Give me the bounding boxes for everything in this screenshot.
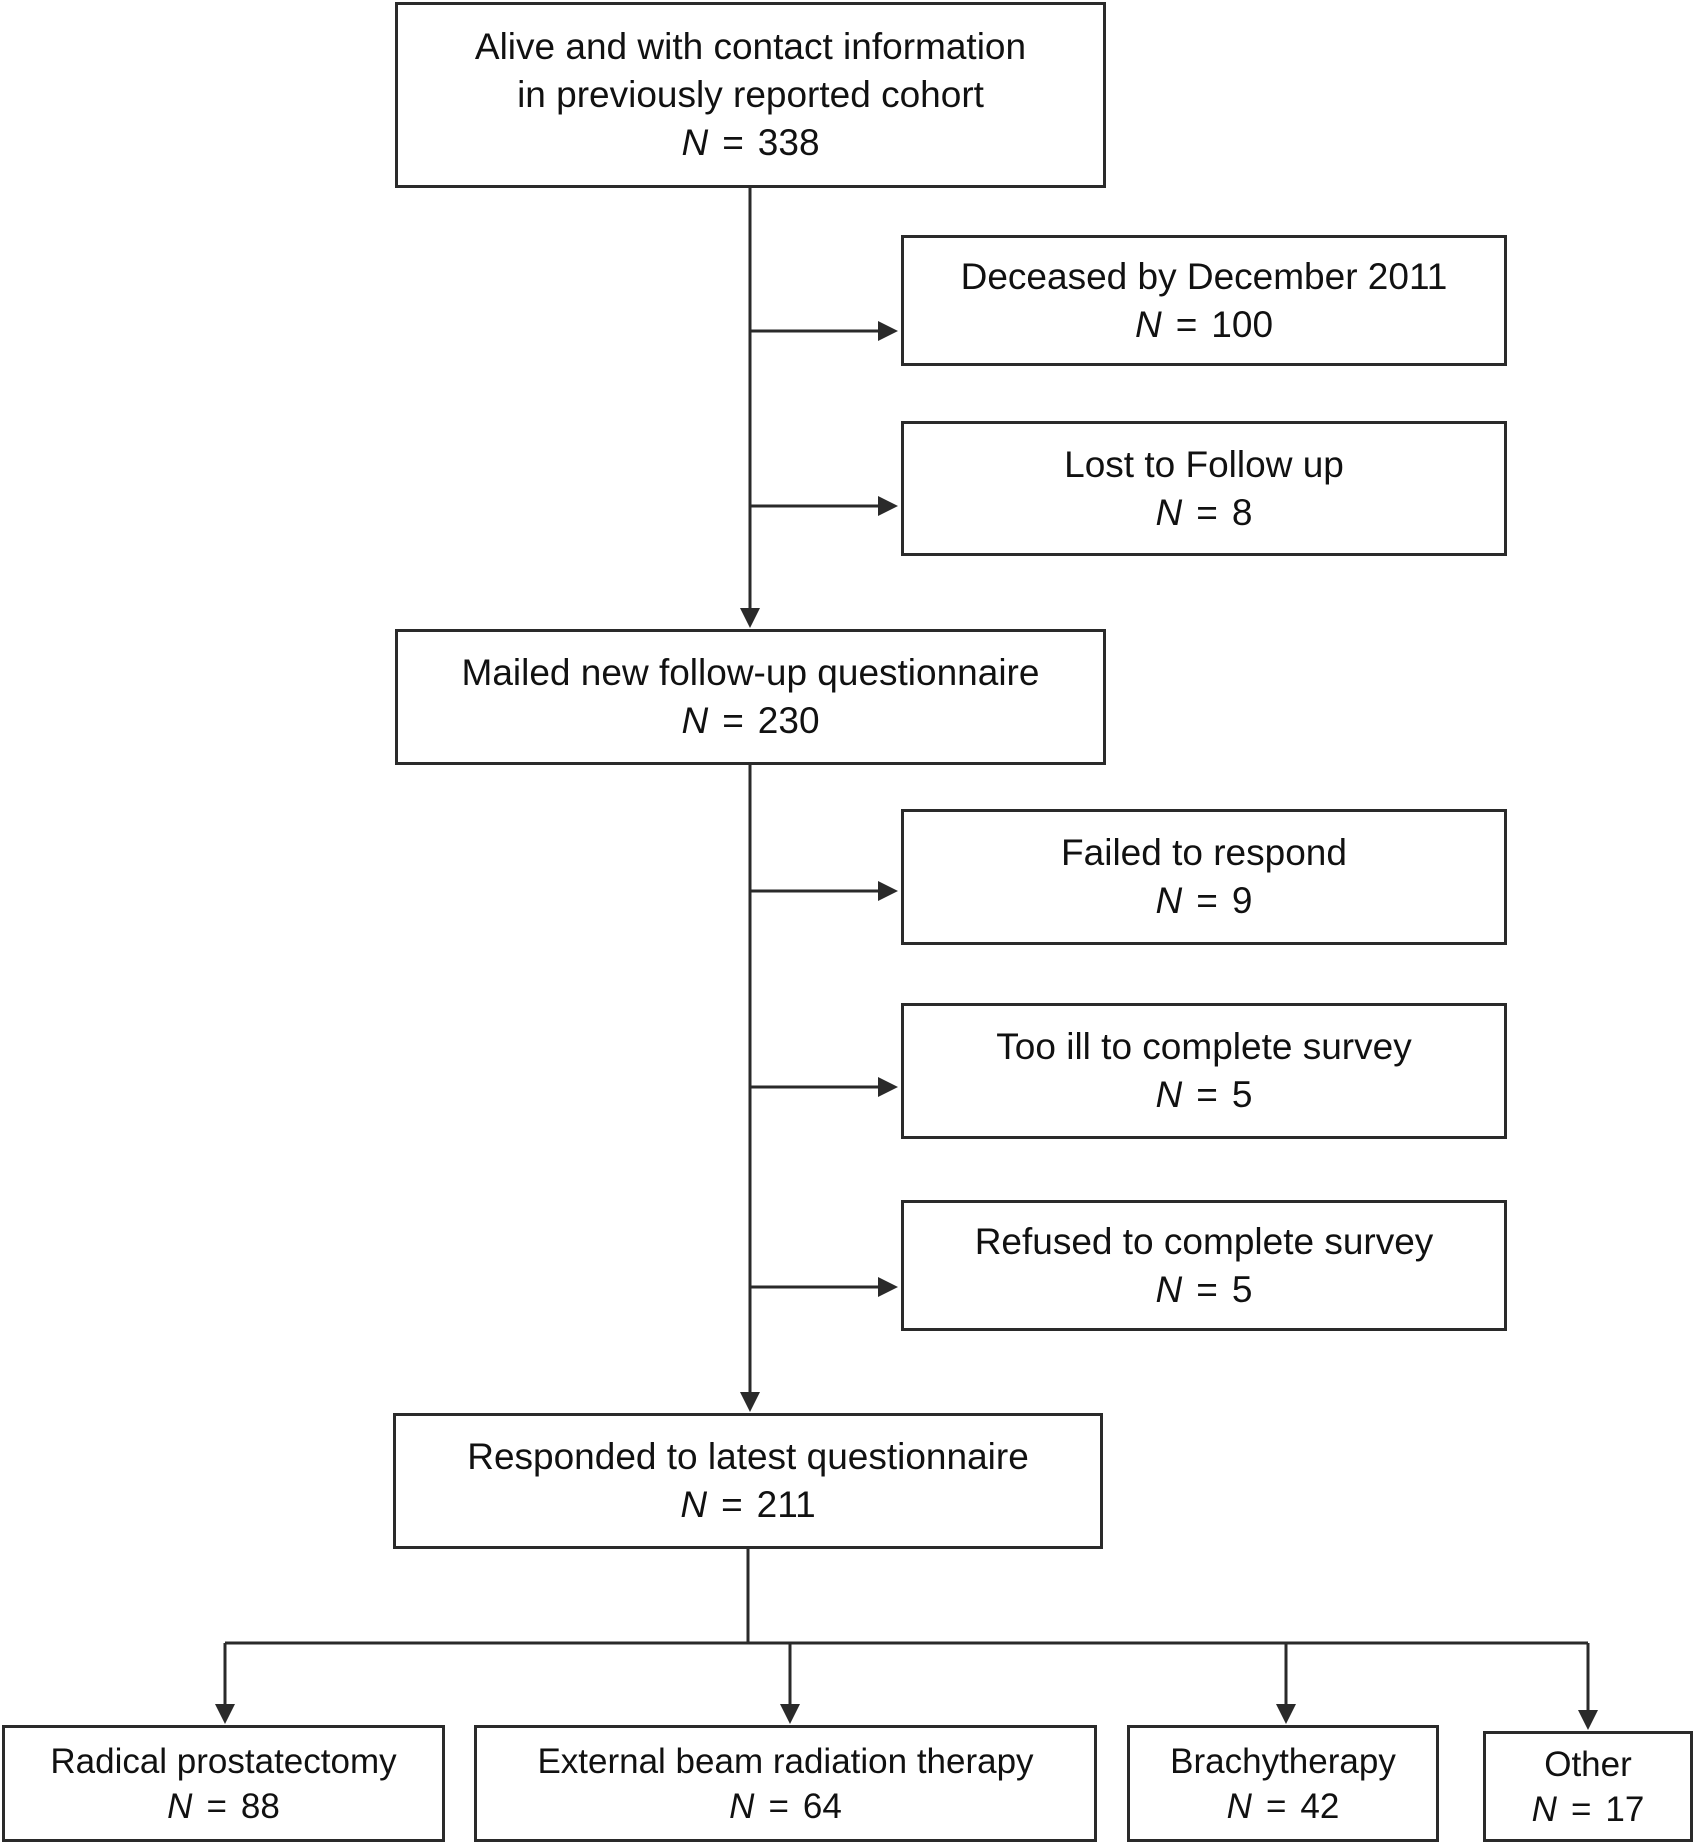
n-label: N xyxy=(1155,1074,1183,1115)
arrowhead-ebrt xyxy=(780,1704,800,1724)
n-label: N xyxy=(1155,1268,1183,1310)
count-line: N = 9 xyxy=(1156,877,1253,925)
arrowhead-refused xyxy=(878,1277,898,1297)
count-value: 88 xyxy=(240,1786,280,1826)
equals-sign: = xyxy=(722,700,744,741)
n-label: N xyxy=(1155,491,1183,533)
equals-sign: = xyxy=(1196,1268,1218,1310)
count-line: N = 5 xyxy=(1156,1266,1253,1314)
arrowhead-failed xyxy=(878,881,898,901)
n-label: N xyxy=(1134,303,1162,345)
count-line: N = 17 xyxy=(1532,1787,1645,1832)
arrowhead-mailed xyxy=(740,608,760,628)
count-line: N = 100 xyxy=(1135,301,1273,349)
equals-sign: = xyxy=(1196,491,1218,533)
n-label: N xyxy=(681,700,709,741)
box-text-line: Deceased by December 2011 xyxy=(960,255,1448,297)
box-text-line: Other xyxy=(1544,1744,1632,1784)
n-label: N xyxy=(1226,1786,1252,1826)
equals-sign: = xyxy=(721,1484,743,1525)
equals-sign: = xyxy=(1570,1789,1592,1829)
arrowhead-other xyxy=(1578,1710,1598,1730)
equals-sign: = xyxy=(1196,880,1218,921)
box-text-line: Responded to latest questionnaire xyxy=(467,1436,1029,1477)
box-text-line: Refused to complete survey xyxy=(974,1220,1434,1262)
box-text-line: in previously reported cohort xyxy=(517,74,984,115)
equals-sign: = xyxy=(1175,303,1198,345)
count-value: 5 xyxy=(1231,1268,1253,1310)
arrowhead-ill xyxy=(878,1077,898,1097)
box-text-line: Too ill to complete survey xyxy=(996,1026,1412,1067)
equals-sign: = xyxy=(1265,1786,1287,1826)
n-label: N xyxy=(681,122,709,163)
arrowhead-responded xyxy=(740,1392,760,1412)
equals-sign: = xyxy=(768,1786,789,1826)
box-cohort: Alive and with contact information in pre… xyxy=(395,2,1106,188)
equals-sign: = xyxy=(722,122,744,163)
count-line: N = 88 xyxy=(167,1784,280,1829)
box-text-line: Lost to Follow up xyxy=(1064,443,1344,485)
n-label: N xyxy=(1155,880,1183,921)
box-text-line: Alive and with contact information xyxy=(474,26,1027,67)
count-value: 5 xyxy=(1231,1074,1253,1115)
count-value: 9 xyxy=(1231,880,1253,921)
box-text-line: Mailed new follow-up questionnaire xyxy=(461,652,1040,693)
count-line: N = 230 xyxy=(681,697,819,745)
count-line: N = 8 xyxy=(1156,489,1253,537)
count-value: 211 xyxy=(756,1484,816,1525)
equals-sign: = xyxy=(206,1786,227,1826)
count-line: N = 5 xyxy=(1156,1071,1253,1119)
count-line: N = 42 xyxy=(1227,1784,1340,1829)
count-value: 64 xyxy=(802,1786,842,1826)
count-line: N = 338 xyxy=(681,119,819,167)
arrowhead-lost xyxy=(878,496,898,516)
n-label: N xyxy=(1531,1789,1557,1829)
arrowhead-brachy xyxy=(1276,1704,1296,1724)
box-text-line: Failed to respond xyxy=(1061,832,1347,873)
count-line: N = 64 xyxy=(729,1784,842,1829)
count-value: 42 xyxy=(1300,1786,1340,1826)
box-text-line: Brachytherapy xyxy=(1170,1741,1396,1781)
count-line: N = 211 xyxy=(680,1481,815,1529)
box-text-line: Radical prostatectomy xyxy=(50,1741,397,1781)
n-label: N xyxy=(167,1786,193,1826)
count-value: 338 xyxy=(757,122,820,163)
n-label: N xyxy=(729,1786,755,1826)
equals-sign: = xyxy=(1196,1074,1218,1115)
count-value: 230 xyxy=(757,700,820,741)
count-value: 8 xyxy=(1231,491,1253,533)
arrowhead-prostatectomy xyxy=(215,1704,235,1724)
box-lost-to-follow-up: Lost to Follow up N = 8 xyxy=(901,421,1507,556)
box-text-line: External beam radiation therapy xyxy=(537,1741,1034,1781)
arrowhead-deceased xyxy=(878,321,898,341)
count-value: 100 xyxy=(1211,303,1274,345)
count-value: 17 xyxy=(1605,1789,1645,1829)
n-label: N xyxy=(680,1484,708,1525)
